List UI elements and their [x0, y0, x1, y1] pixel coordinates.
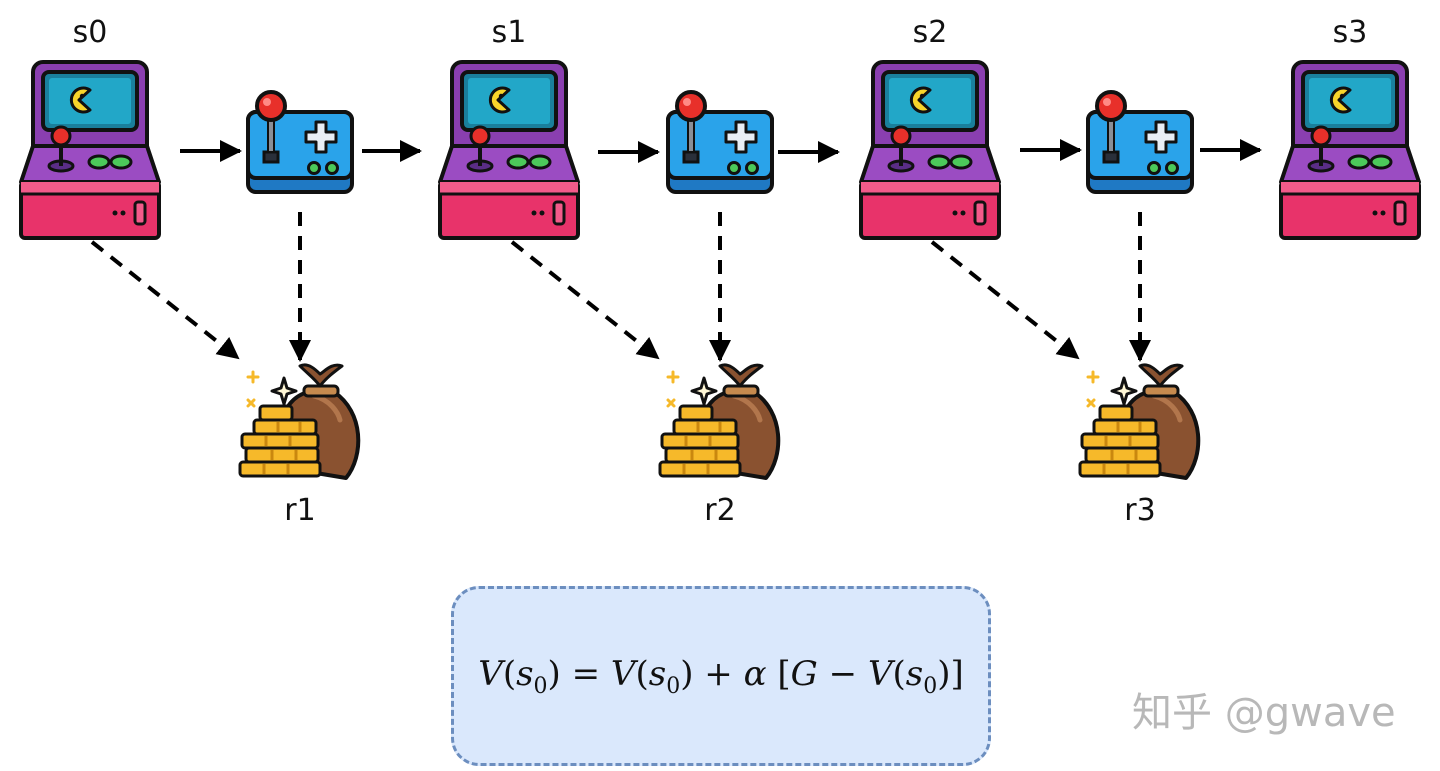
- joystick-controller-icon: [666, 90, 774, 194]
- reward-label-r2: r2: [704, 493, 735, 528]
- watermark: 知乎 @gwave: [1132, 690, 1396, 736]
- money-bag-icon: [240, 365, 358, 478]
- money-bag-icon: [660, 365, 778, 478]
- state-label-s3: s3: [1333, 15, 1368, 50]
- reward-label-r1: r1: [284, 493, 315, 528]
- formula-box: V(s0) = V(s0) + α [G − V(s0)]: [451, 586, 991, 766]
- arcade-machine-icon: [859, 60, 1001, 240]
- money-bag-icon: [1080, 365, 1198, 478]
- reward-arrow: [90, 240, 240, 360]
- reward-arrow: [930, 240, 1080, 360]
- joystick-controller-icon: [1086, 90, 1194, 194]
- arcade-machine-icon: [19, 60, 161, 240]
- reward-label-r3: r3: [1124, 493, 1155, 528]
- state-label-s1: s1: [492, 15, 527, 50]
- update-formula: V(s0) = V(s0) + α [G − V(s0)]: [478, 653, 964, 699]
- joystick-controller-icon: [246, 90, 354, 194]
- arcade-machine-icon: [1279, 60, 1421, 240]
- state-label-s0: s0: [73, 15, 108, 50]
- reward-arrow: [510, 240, 660, 360]
- state-label-s2: s2: [913, 15, 948, 50]
- arcade-machine-icon: [438, 60, 580, 240]
